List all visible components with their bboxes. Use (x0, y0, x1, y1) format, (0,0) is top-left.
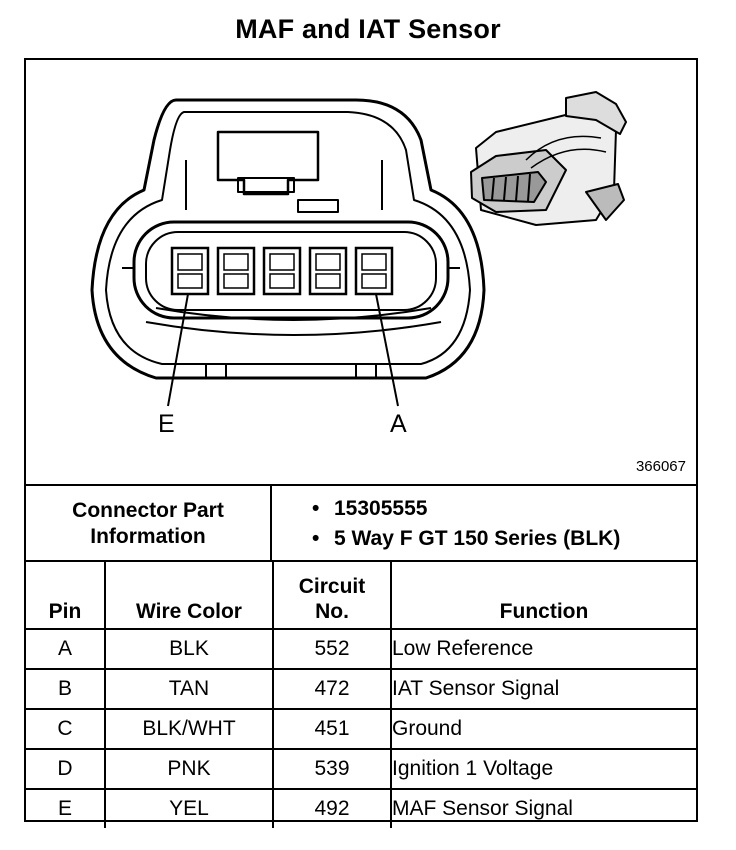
cell-circuit: 451 (272, 708, 392, 750)
cell-circuit: 539 (272, 748, 392, 790)
cell-circuit: 552 (272, 628, 392, 670)
cell-pin: C (26, 708, 106, 750)
connector-info-values: • 15305555 • 5 Way F GT 150 Series (BLK) (272, 486, 696, 562)
connector-shell-inner (105, 111, 471, 365)
cell-function: Ignition 1 Voltage (390, 748, 696, 790)
cavity-e (170, 246, 210, 296)
terminal-cavities (170, 246, 394, 296)
pinout-table: Pin Wire Color Circuit No. Function A BL… (26, 560, 696, 828)
connector-illustration (90, 91, 627, 407)
cell-wire-color: BLK/WHT (104, 708, 274, 750)
leader-line-e (167, 293, 189, 407)
table-row: E YEL 492 MAF Sensor Signal (26, 788, 696, 828)
connector-info-label-line1: Connector Part (72, 499, 224, 522)
cell-pin: A (26, 628, 106, 670)
connector-info-item: • 5 Way F GT 150 Series (BLK) (312, 524, 696, 554)
header-function: Function (390, 560, 696, 630)
terminal-housing-inner (145, 231, 437, 311)
header-wire-color: Wire Color (104, 560, 274, 630)
cell-wire-color: TAN (104, 668, 274, 710)
pin-label-e: E (158, 410, 175, 438)
cavity-d (216, 246, 256, 296)
cell-wire-color: YEL (104, 788, 274, 828)
locking-tab-slot (237, 177, 295, 193)
connector-info-item: • 15305555 (312, 494, 696, 524)
cavity-a (354, 246, 394, 296)
connector-info-label: Connector Part Information (26, 486, 272, 562)
terminal-housing (132, 220, 450, 320)
table-row: D PNK 539 Ignition 1 Voltage (26, 748, 696, 790)
cell-function: MAF Sensor Signal (390, 788, 696, 828)
cell-pin: E (26, 788, 106, 828)
table-row: A BLK 552 Low Reference (26, 628, 696, 670)
cell-pin: B (26, 668, 106, 710)
cell-function: Ground (390, 708, 696, 750)
header-circuit-line2: No. (315, 600, 349, 623)
cell-wire-color: BLK (104, 628, 274, 670)
cell-circuit: 492 (272, 788, 392, 828)
cavity-b (308, 246, 348, 296)
table-header-row: Pin Wire Color Circuit No. Function (26, 560, 696, 630)
table-row: B TAN 472 IAT Sensor Signal (26, 668, 696, 710)
table-row: C BLK/WHT 451 Ground (26, 708, 696, 750)
connector-info-label-line2: Information (90, 525, 206, 548)
bullet-icon: • (312, 497, 320, 520)
diagram-frame: E A 366067 Connector Part Information • 1… (24, 58, 698, 828)
figure-number: 366067 (635, 458, 686, 475)
cell-wire-color: PNK (104, 748, 274, 790)
key-notch (297, 199, 339, 213)
cell-function: IAT Sensor Signal (390, 668, 696, 710)
page-title: MAF and IAT Sensor (235, 14, 501, 44)
pin-label-a: A (390, 410, 407, 438)
bullet-icon: • (312, 527, 320, 550)
cell-function: Low Reference (390, 628, 696, 670)
locking-tab (216, 130, 320, 196)
cell-circuit: 472 (272, 668, 392, 710)
connector-description: 5 Way F GT 150 Series (BLK) (334, 527, 621, 550)
connector-shell-outline (90, 98, 486, 380)
header-pin: Pin (26, 560, 106, 630)
connector-iso-view (470, 91, 627, 226)
header-circuit: Circuit No. (272, 560, 392, 630)
cell-pin: D (26, 748, 106, 790)
leader-line-a (375, 293, 399, 407)
cavity-c (262, 246, 302, 296)
header-circuit-line1: Circuit (298, 575, 366, 598)
connector-info-row: Connector Part Information • 15305555 • 5 … (26, 484, 696, 562)
part-number: 15305555 (334, 497, 428, 520)
